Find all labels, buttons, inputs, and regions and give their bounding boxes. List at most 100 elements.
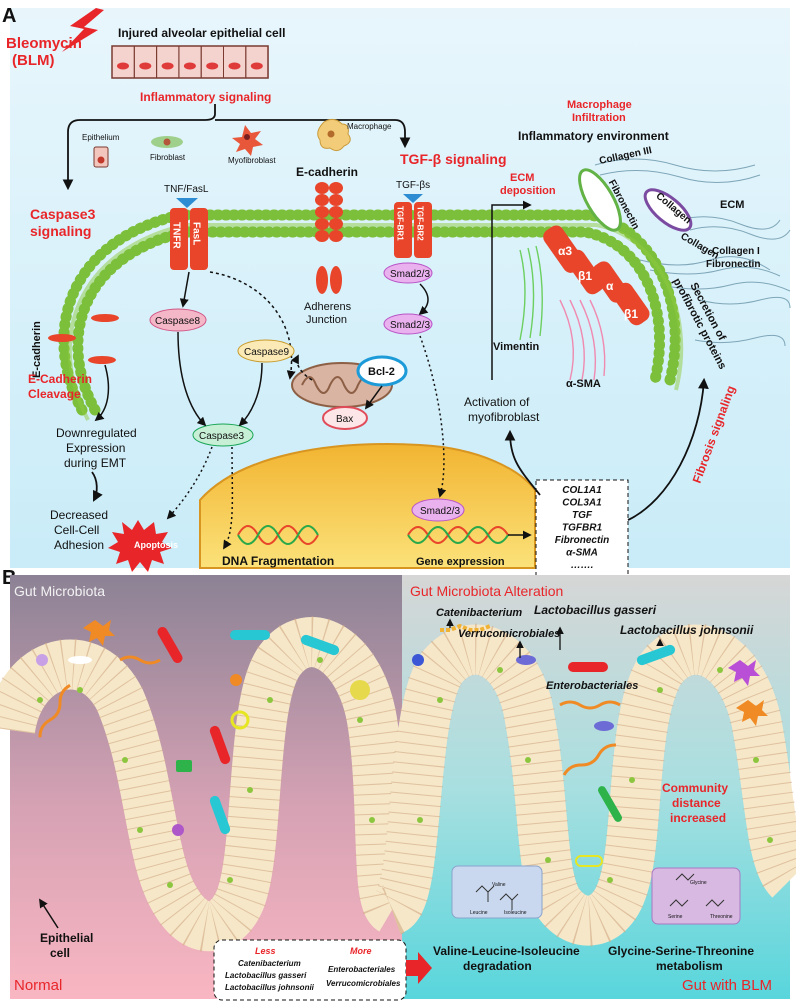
apoptosis-burst	[108, 520, 172, 572]
svg-text:Verrucomicrobiales: Verrucomicrobiales	[326, 979, 401, 988]
macrophage-infiltration-label: Macrophage Infiltration	[567, 99, 635, 124]
l-gasseri-label: Lactobacillus gasseri	[534, 603, 657, 617]
epithelial-cell-label: Epithelial cell	[40, 931, 97, 960]
gene-label: …….	[571, 560, 594, 571]
enterobacteriales-label: Enterobacteriales	[546, 680, 638, 692]
integrins	[543, 225, 650, 326]
e-cadherin-domain	[315, 194, 329, 206]
gene-label: COL1A1	[562, 485, 602, 496]
fibroblast-label: Fibroblast	[150, 153, 186, 162]
collagen-i-fibronectin-label: Collagen I Fibronectin	[706, 246, 763, 270]
gut-alteration-label: Gut Microbiota Alteration	[410, 583, 563, 599]
caspase3-signaling-label: Caspase3 signaling	[30, 206, 99, 239]
ecm-label: ECM	[720, 199, 744, 211]
gene-label: TGFBR1	[562, 523, 602, 534]
e-cadherin-domain	[329, 182, 343, 194]
gene-expression-helix	[407, 526, 509, 544]
svg-text:Serine: Serine	[668, 914, 683, 920]
vimentin-filaments	[519, 245, 543, 341]
caspase9-node	[237, 339, 295, 363]
beta1a-label: β1	[578, 269, 592, 283]
alpha-label: α	[606, 279, 614, 293]
smad-a	[383, 262, 433, 284]
svg-text:Bax: Bax	[336, 414, 353, 425]
svg-text:Caspase3: Caspase3	[199, 431, 244, 442]
fibronectin-blob	[578, 168, 622, 232]
bleomycin-label: Bleomycin (BLM)	[6, 35, 86, 69]
svg-text:Isoleucine: Isoleucine	[504, 910, 527, 916]
less-title: Less	[255, 946, 276, 956]
catenibacterium-label: Catenibacterium	[436, 607, 522, 619]
adherens-label: Adherens Junction	[304, 301, 354, 326]
tgf-signaling-label: TGF-β signaling	[400, 151, 507, 167]
tnfr-label: TNFR	[171, 222, 182, 249]
injured-cell-label: Injured alveolar epithelial cell	[118, 26, 285, 40]
red-arrow-icon	[406, 952, 432, 984]
gut-with-blm-label: Gut with BLM	[682, 977, 772, 994]
e-cadherin-tail	[330, 266, 342, 294]
e-cadherin-cleavage-label: E-Cadherin Cleavage	[28, 372, 95, 401]
epithelium-label: Epithelium	[82, 133, 120, 142]
bcl2-node	[356, 355, 408, 387]
l-johnsonii-label: Lactobacillus johnsonii	[620, 623, 754, 637]
normal-label: Normal	[14, 977, 62, 994]
fasl-label: FasL	[191, 222, 202, 245]
dna-fragmentation-label: DNA Fragmentation	[222, 554, 334, 568]
caspase3-node	[192, 423, 254, 447]
bax-node	[322, 406, 368, 430]
ecm-deposition-label: ECM deposition	[500, 172, 556, 197]
collagen-blob	[643, 188, 693, 232]
tnfr-receptor	[170, 208, 188, 270]
vli-pathway-label: Valine-Leucine-Isoleucine degradation	[433, 944, 583, 973]
alpha-sma-label: α-SMA	[566, 378, 601, 390]
e-cadherin-left-icon	[48, 314, 119, 364]
alpha3-label: α3	[558, 244, 572, 258]
epithelial-nucleus	[183, 62, 196, 70]
svg-text:Leucine: Leucine	[470, 910, 488, 916]
verrucomicrobiales-label: Verrucomicrobiales	[458, 628, 560, 640]
smad-c	[411, 498, 465, 522]
svg-text:Caspase8: Caspase8	[155, 316, 200, 327]
fasl-receptor	[190, 208, 208, 270]
e-cadherin-domain	[315, 206, 329, 218]
e-cadherin-top-label: E-cadherin	[296, 165, 358, 179]
more-title: More	[350, 946, 372, 956]
svg-text:Lactobacillus gasseri: Lactobacillus gasseri	[225, 971, 307, 980]
villi-left	[0, 617, 412, 952]
svg-text:Smad2/3: Smad2/3	[390, 269, 430, 280]
microbes-left	[36, 620, 370, 836]
e-cadherin-domain	[329, 194, 343, 206]
e-cadherin-domain	[329, 206, 343, 218]
e-cadherin-tail	[316, 266, 328, 294]
inflammatory-environment-label: Inflammatory environment	[518, 129, 669, 143]
myofibroblast-icon	[232, 125, 263, 156]
tgf-br1-label: TGF-BR1	[396, 206, 405, 241]
svg-text:Caspase9: Caspase9	[244, 347, 289, 358]
tnf-fasl-label: TNF/FasL	[164, 184, 209, 195]
svg-text:Smad2/3: Smad2/3	[390, 320, 430, 331]
macrophage-icon	[317, 118, 351, 152]
genes-box	[535, 479, 629, 577]
gene-label: α-SMA	[566, 548, 598, 559]
tnf-ligand-icon	[176, 198, 198, 208]
e-cadherin-domain	[329, 230, 343, 242]
gene-label: COL3A1	[562, 498, 602, 509]
epithelial-nucleus	[139, 62, 152, 70]
panel-a-letter: A	[2, 5, 16, 27]
dna-fragmentation-helix	[237, 525, 319, 545]
tgf-br2-receptor	[414, 202, 432, 258]
nucleus	[199, 443, 536, 569]
svg-text:Bcl-2: Bcl-2	[368, 366, 395, 378]
e-cadherin-complex	[315, 182, 343, 294]
nuclei-dots	[37, 657, 773, 888]
tgf-ligand-icon	[403, 194, 423, 203]
vimentin-label: Vimentin	[493, 341, 540, 353]
villi-right-outline	[374, 623, 796, 947]
svg-text:Glycine: Glycine	[690, 880, 707, 886]
e-cadherin-domain	[315, 230, 329, 242]
tgf-br2-label: TGF-BR2	[416, 206, 425, 241]
decreased-label: Decreased Cell-Cell Adhesion	[50, 508, 111, 552]
gene-label: TGF	[572, 510, 593, 521]
epithelial-row	[111, 45, 269, 79]
